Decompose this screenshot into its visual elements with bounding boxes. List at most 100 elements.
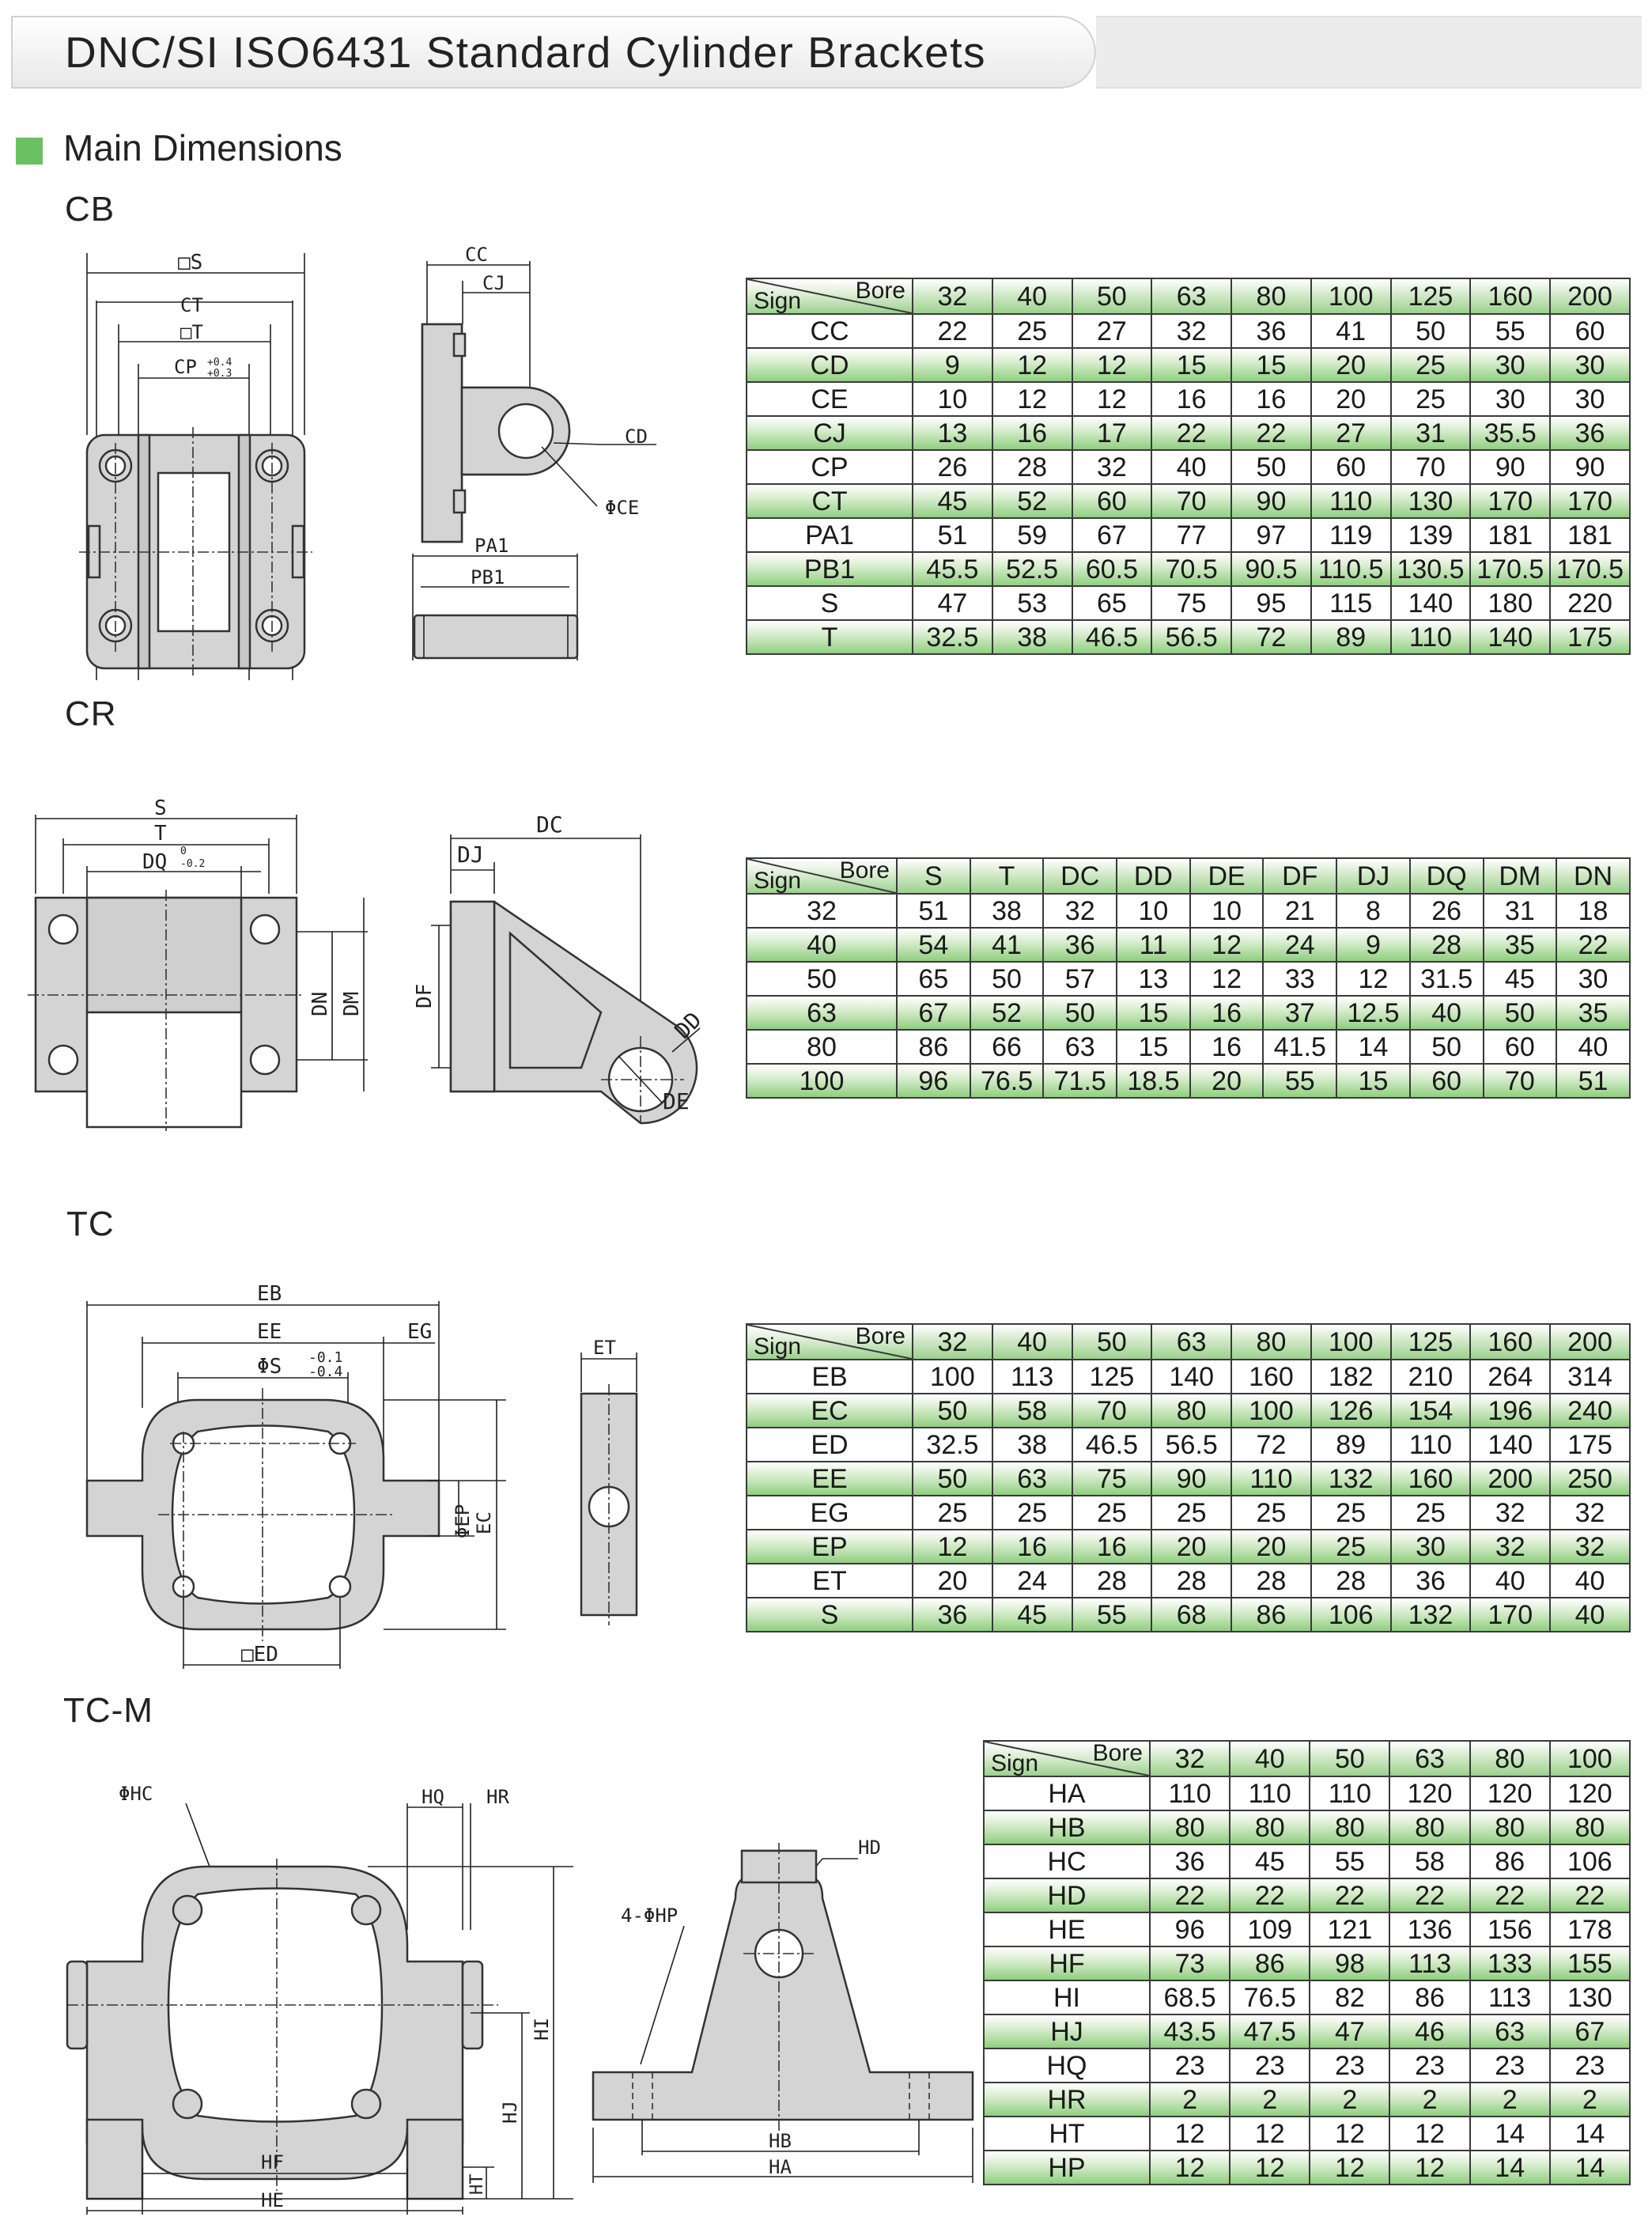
value-cell: 65 [1071, 585, 1153, 621]
sign-label: Sign [991, 1750, 1039, 1776]
column-header: DD [1116, 857, 1191, 895]
value-cell: 52 [969, 995, 1045, 1031]
value-cell: 115 [1310, 585, 1392, 621]
value-cell: 16 [991, 1529, 1073, 1564]
value-cell: 28 [991, 449, 1073, 485]
value-cell: 60 [1310, 449, 1392, 485]
value-cell: 15 [1116, 1029, 1191, 1065]
value-cell: 2 [1229, 2082, 1311, 2117]
value-cell: 30 [1556, 961, 1631, 997]
value-cell: 52 [991, 483, 1073, 519]
value-cell: 72 [1230, 619, 1312, 655]
value-cell: 20 [1189, 1063, 1265, 1099]
sign-label: Sign [754, 868, 802, 894]
value-cell: 26 [912, 449, 993, 485]
value-cell: 21 [1262, 893, 1338, 929]
value-cell: 16 [1071, 1529, 1153, 1564]
value-cell: 110 [1230, 1461, 1312, 1496]
value-cell: 22 [1469, 1878, 1551, 1913]
column-header: 63 [1389, 1740, 1471, 1777]
value-cell: 67 [1071, 517, 1153, 553]
value-cell: 30 [1549, 347, 1631, 383]
value-cell: 63 [1469, 2014, 1551, 2049]
row-sign-cell: HJ [983, 2014, 1151, 2049]
value-cell: 12 [1071, 381, 1153, 417]
value-cell: 130 [1548, 1980, 1631, 2015]
column-header: 100 [1548, 1740, 1631, 1777]
value-cell: 32 [1469, 1529, 1552, 1564]
value-cell: 25 [912, 1495, 993, 1530]
value-cell: 12 [991, 381, 1073, 417]
value-cell: 155 [1548, 1946, 1631, 1981]
tcm-side-view-drawing: HD 4-ΦHP HB HA [592, 1837, 974, 2183]
value-cell: 170 [1469, 483, 1552, 519]
value-cell: 110 [1310, 483, 1392, 519]
value-cell: 32.5 [912, 619, 993, 655]
value-cell: 32 [1549, 1495, 1631, 1530]
value-cell: 14 [1469, 2116, 1551, 2151]
value-cell: 23 [1309, 2048, 1391, 2083]
value-cell: 97 [1230, 517, 1312, 553]
value-cell: 12 [1336, 961, 1411, 997]
value-cell: 140 [1389, 585, 1472, 621]
value-cell: 10 [912, 381, 993, 417]
row-sign-cell: CE [746, 381, 913, 417]
value-cell: 45 [991, 1597, 1073, 1632]
value-cell: 50 [1230, 449, 1312, 485]
value-cell: 12 [1389, 2150, 1471, 2185]
value-cell: 66 [969, 1029, 1045, 1065]
cr-dm-label: DM [340, 992, 364, 1016]
value-cell: 12 [912, 1529, 993, 1564]
value-cell: 31 [1389, 415, 1472, 451]
value-cell: 89 [1310, 1427, 1392, 1462]
tc-eg-label: EG [407, 1320, 432, 1344]
value-cell: 27 [1071, 313, 1153, 349]
value-cell: 90 [1469, 449, 1552, 485]
value-cell: 113 [1389, 1946, 1471, 1981]
value-cell: 110 [1309, 1776, 1391, 1811]
value-cell: 20 [1151, 1529, 1233, 1564]
value-cell: 60.5 [1071, 551, 1153, 587]
row-sign-cell: 100 [746, 1063, 898, 1099]
value-cell: 70.5 [1151, 551, 1233, 587]
value-cell: 210 [1389, 1359, 1472, 1394]
cr-dc-label: DC [536, 811, 563, 838]
value-cell: 170 [1549, 483, 1631, 519]
row-sign-cell: CP [746, 449, 913, 485]
value-cell: 35 [1556, 995, 1631, 1031]
tcm-ha-label: HA [769, 2156, 792, 2178]
value-cell: 35.5 [1469, 415, 1552, 451]
value-cell: 41 [969, 927, 1045, 963]
value-cell: 56.5 [1151, 619, 1233, 655]
value-cell: 160 [1389, 1461, 1472, 1496]
row-sign-cell: HD [983, 1878, 1151, 1913]
value-cell: 80 [1229, 1810, 1311, 1845]
value-cell: 12 [1189, 961, 1265, 997]
value-cell: 15 [1151, 347, 1233, 383]
value-cell: 132 [1310, 1461, 1392, 1496]
value-cell: 77 [1151, 517, 1233, 553]
value-cell: 82 [1309, 1980, 1391, 2015]
value-cell: 50 [1389, 313, 1472, 349]
tc-front-view-drawing: EB EE EG ΦS -0.1 -0.4 ΦEP EC □ED [85, 1282, 506, 1669]
value-cell: 9 [912, 347, 993, 383]
value-cell: 25 [991, 1495, 1073, 1530]
value-cell: 90 [1151, 1461, 1233, 1496]
value-cell: 25 [1310, 1529, 1392, 1564]
value-cell: 30 [1549, 381, 1631, 417]
value-cell: 75 [1071, 1461, 1153, 1496]
value-cell: 86 [1230, 1597, 1312, 1632]
value-cell: 121 [1309, 1912, 1391, 1947]
